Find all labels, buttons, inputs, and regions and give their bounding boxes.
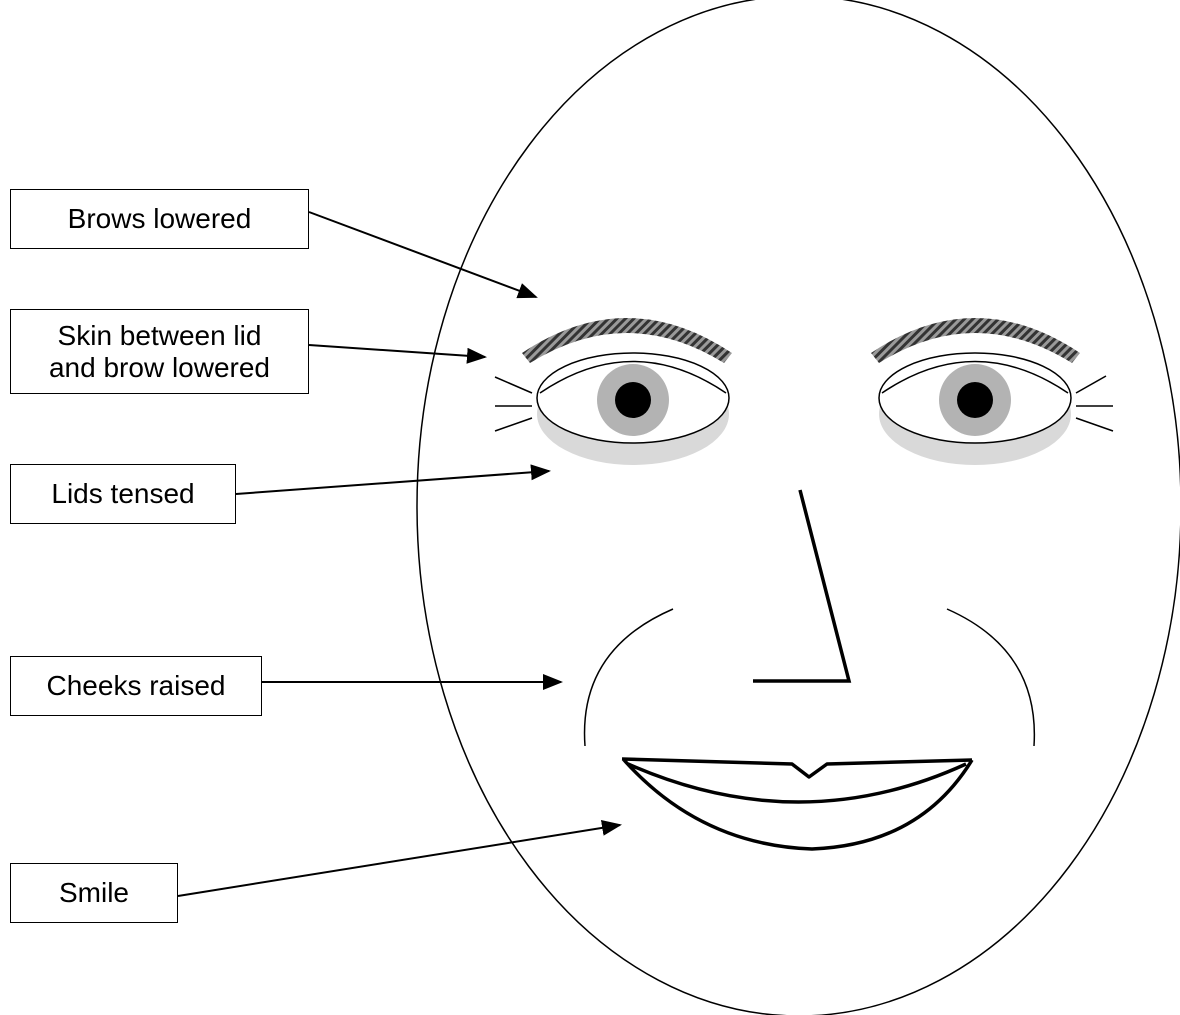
right-cheek — [946, 608, 1036, 747]
left-eyebrow — [522, 318, 732, 363]
label-cheeks-raised: Cheeks raised — [10, 656, 262, 716]
right-eyebrow — [871, 318, 1080, 363]
left-eye — [536, 352, 730, 465]
mouth — [621, 757, 974, 851]
label-lids-tensed: Lids tensed — [10, 464, 236, 524]
right-pupil — [957, 382, 993, 418]
left-eyelid-crease — [539, 360, 727, 394]
right-eyelid-crease — [881, 360, 1069, 394]
left-cheek — [583, 608, 674, 747]
arrow-lids — [235, 464, 551, 495]
right-crows-feet — [1075, 375, 1114, 432]
lower-lip — [622, 758, 974, 851]
callout-arrows — [177, 211, 622, 897]
teeth-line — [627, 762, 967, 804]
arrow-brows — [308, 211, 538, 299]
face-outline — [416, 0, 1180, 1015]
nose — [753, 489, 852, 683]
arrow-skin — [308, 344, 487, 364]
left-pupil — [615, 382, 651, 418]
label-brows-lowered: Brows lowered — [10, 189, 309, 249]
left-crows-feet — [494, 376, 533, 432]
right-eye — [878, 352, 1072, 465]
arrow-smile — [177, 819, 622, 897]
label-skin-between-lid-and-brow: Skin between lid and brow lowered — [10, 309, 309, 394]
label-smile: Smile — [10, 863, 178, 923]
upper-lip — [621, 757, 973, 779]
